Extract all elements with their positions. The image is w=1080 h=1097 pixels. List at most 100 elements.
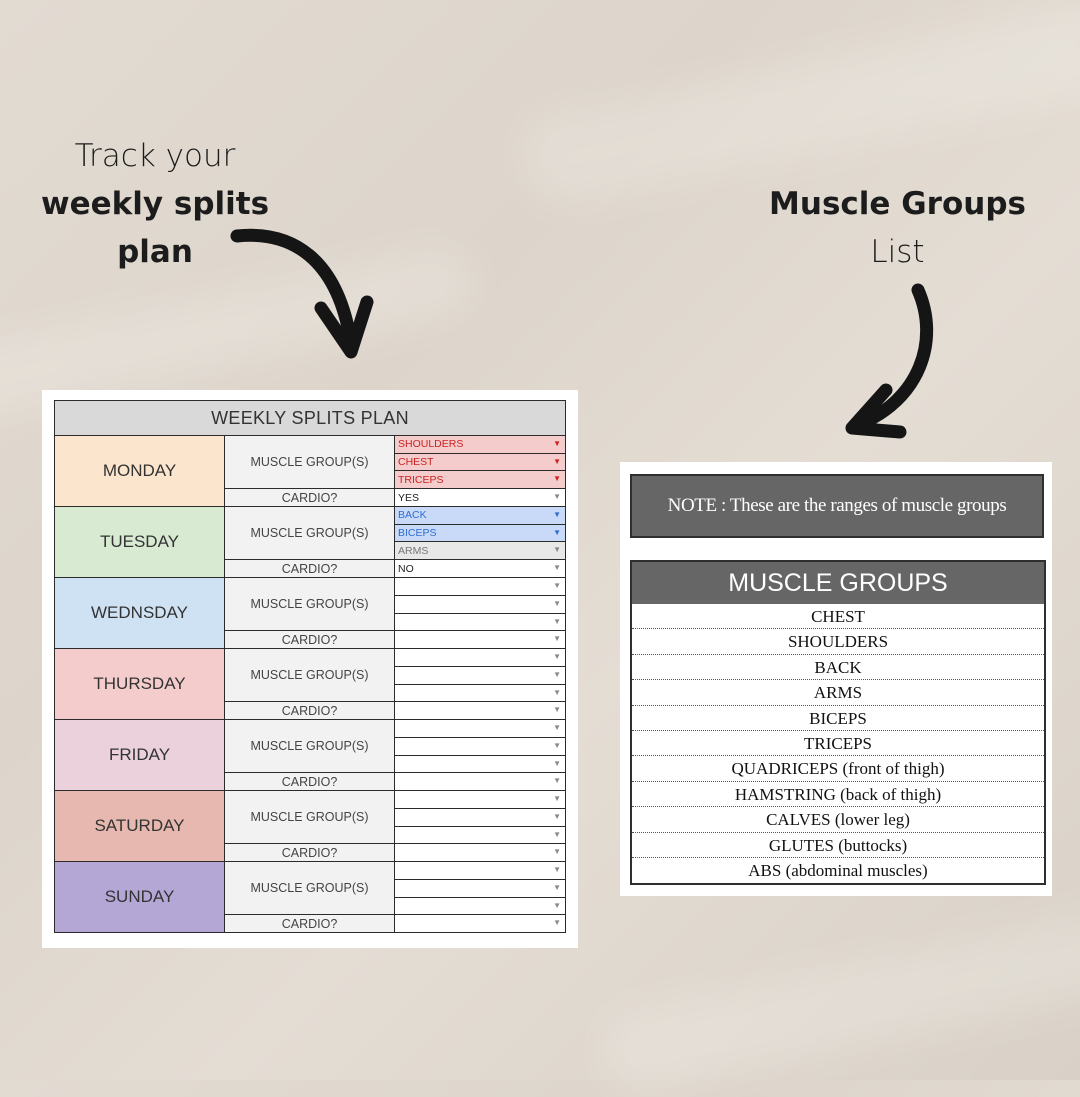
dropdown-arrow-icon[interactable]: ▼ (553, 492, 562, 502)
dropdown-arrow-icon[interactable]: ▼ (553, 527, 562, 537)
cardio-select-tuesday[interactable]: NO ▼ (393, 559, 567, 579)
muscle-group-item: GLUTES (buttocks) (632, 833, 1044, 858)
dropdown-arrow-icon[interactable]: ▼ (553, 723, 562, 733)
dropdown-arrow-icon[interactable]: ▼ (553, 456, 562, 466)
day-cell-monday: MONDAY (54, 434, 225, 508)
day-cell-tuesday: TUESDAY (54, 506, 225, 579)
muscle-group-item: TRICEPS (632, 731, 1044, 757)
dropdown-arrow-icon[interactable]: ▼ (553, 900, 562, 910)
muscle-select-friday-3[interactable]: ▼ (393, 754, 567, 774)
muscle-group-item: HAMSTRING (back of thigh) (632, 782, 1044, 808)
muscle-group-item: CHEST (632, 604, 1044, 630)
dropdown-arrow-icon[interactable]: ▼ (553, 510, 562, 520)
cardio-select-monday[interactable]: YES▼ (393, 488, 567, 508)
dropdown-arrow-icon[interactable]: ▼ (553, 883, 562, 893)
cardio-label: CARDIO? (224, 843, 395, 863)
cardio-select-saturday[interactable]: ▼ (393, 843, 567, 863)
muscle-select-tuesday-3[interactable]: ARMS ▼ (393, 541, 567, 561)
muscle-select-thursday-3[interactable]: ▼ (393, 683, 567, 703)
select-value: BICEPS (398, 527, 437, 540)
cardio-select-thursday[interactable]: ▼ (393, 701, 567, 721)
cardio-label: CARDIO? (224, 559, 395, 579)
muscle-select-wednsday-1[interactable]: ▼ (393, 577, 567, 596)
muscle-group-label: MUSCLE GROUP(S) (224, 861, 395, 916)
muscle-group-item: ARMS (632, 680, 1044, 706)
select-value: SHOULDERS (398, 438, 464, 451)
select-value: NO (398, 562, 414, 575)
muscle-select-tuesday-1[interactable]: BACK ▼ (393, 506, 567, 525)
dropdown-arrow-icon[interactable]: ▼ (553, 918, 562, 928)
muscle-group-label: MUSCLE GROUP(S) (224, 790, 395, 845)
left-caption: Track your weekly splits plan (30, 132, 280, 276)
dropdown-arrow-icon[interactable]: ▼ (553, 705, 562, 715)
select-value: CHEST (398, 456, 434, 469)
dropdown-arrow-icon[interactable]: ▼ (553, 581, 562, 591)
muscle-group-label: MUSCLE GROUP(S) (224, 577, 395, 632)
day-cell-sunday: SUNDAY (54, 861, 225, 934)
dropdown-arrow-icon[interactable]: ▼ (553, 545, 562, 555)
dropdown-arrow-icon[interactable]: ▼ (553, 758, 562, 768)
muscle-select-tuesday-2[interactable]: BICEPS ▼ (393, 523, 567, 543)
note-box: NOTE : These are the ranges of muscle gr… (630, 474, 1044, 538)
dropdown-arrow-icon[interactable]: ▼ (553, 847, 562, 857)
muscle-group-label: MUSCLE GROUP(S) (224, 434, 395, 490)
muscle-select-thursday-1[interactable]: ▼ (393, 648, 567, 667)
dropdown-arrow-icon[interactable]: ▼ (553, 687, 562, 697)
muscle-select-sunday-1[interactable]: ▼ (393, 861, 567, 881)
left-caption-line3: plan (117, 234, 193, 270)
muscle-select-monday-2[interactable]: CHEST ▼ (393, 452, 567, 472)
muscle-select-saturday-3[interactable]: ▼ (393, 825, 567, 845)
muscle-select-monday-1[interactable]: SHOULDERS ▼ (393, 435, 567, 454)
dropdown-arrow-icon[interactable]: ▼ (553, 474, 562, 484)
dropdown-arrow-icon[interactable]: ▼ (553, 563, 562, 573)
dropdown-arrow-icon[interactable]: ▼ (553, 598, 562, 608)
muscle-group-item: BICEPS (632, 706, 1044, 731)
muscle-select-monday-3[interactable]: TRICEPS ▼ (393, 470, 567, 490)
dropdown-arrow-icon[interactable]: ▼ (553, 776, 562, 786)
dropdown-arrow-icon[interactable]: ▼ (553, 439, 562, 448)
muscle-group-label: MUSCLE GROUP(S) (224, 506, 395, 561)
muscle-group-item: SHOULDERS (632, 629, 1044, 655)
select-value: BACK (398, 509, 427, 522)
dropdown-arrow-icon[interactable]: ▼ (553, 865, 562, 875)
left-caption-line1: Track your (74, 138, 236, 174)
dropdown-arrow-icon[interactable]: ▼ (553, 652, 562, 662)
dropdown-arrow-icon[interactable]: ▼ (553, 740, 562, 750)
dropdown-arrow-icon[interactable]: ▼ (553, 616, 562, 626)
dropdown-arrow-icon[interactable]: ▼ (553, 634, 562, 644)
right-caption-line2: List (870, 234, 925, 270)
muscle-select-sunday-2[interactable]: ▼ (393, 879, 567, 898)
select-value: TRICEPS (398, 473, 444, 486)
muscle-select-friday-2[interactable]: ▼ (393, 736, 567, 756)
muscle-group-item: QUADRICEPS (front of thigh) (632, 756, 1044, 782)
dropdown-arrow-icon[interactable]: ▼ (553, 829, 562, 839)
muscle-select-wednsday-3[interactable]: ▼ (393, 612, 567, 632)
dropdown-arrow-icon[interactable]: ▼ (553, 794, 562, 804)
muscle-select-saturday-1[interactable]: ▼ (393, 790, 567, 809)
right-caption: Muscle Groups List (760, 180, 1035, 276)
muscle-select-friday-1[interactable]: ▼ (393, 719, 567, 738)
cardio-label: CARDIO? (224, 914, 395, 934)
cardio-select-friday[interactable]: ▼ (393, 772, 567, 792)
dropdown-arrow-icon[interactable]: ▼ (553, 669, 562, 679)
muscle-select-sunday-3[interactable]: ▼ (393, 896, 567, 916)
select-value: ARMS (398, 544, 429, 557)
muscle-groups-card: NOTE : These are the ranges of muscle gr… (620, 462, 1052, 896)
muscle-group-label: MUSCLE GROUP(S) (224, 648, 395, 703)
day-cell-friday: FRIDAY (54, 719, 225, 792)
muscle-select-wednsday-2[interactable]: ▼ (393, 594, 567, 614)
curved-arrow-icon (230, 228, 374, 359)
dropdown-arrow-icon[interactable]: ▼ (553, 812, 562, 821)
muscle-select-saturday-2[interactable]: ▼ (393, 808, 567, 827)
day-cell-saturday: SATURDAY (54, 790, 225, 863)
muscle-group-item: ABS (abdominal muscles) (748, 860, 928, 880)
muscle-select-thursday-2[interactable]: ▼ (393, 665, 567, 685)
cardio-select-sunday[interactable]: ▼ (393, 914, 567, 934)
cardio-label: CARDIO? (224, 772, 395, 792)
muscle-group-label: MUSCLE GROUP(S) (224, 719, 395, 774)
cardio-select-wednsday[interactable]: ▼ (393, 630, 567, 650)
